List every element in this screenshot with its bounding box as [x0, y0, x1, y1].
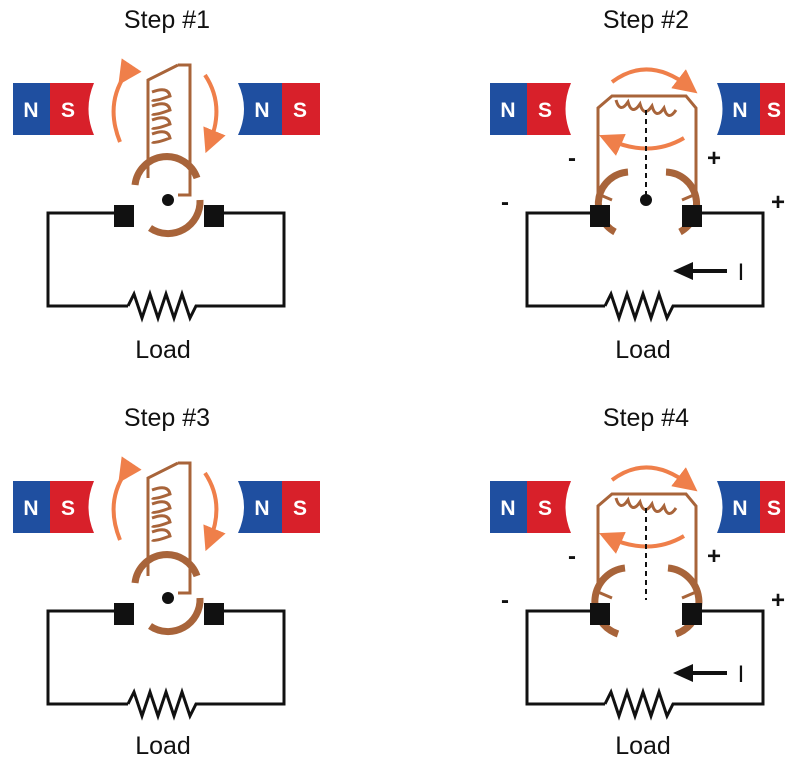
step-1-circuit: [46, 211, 286, 323]
north-pole: [13, 83, 50, 135]
north-pole: [490, 83, 527, 135]
step-4-rotation-arrows: [599, 465, 698, 554]
step-2-circuit-plus: +: [771, 189, 785, 216]
step-3-right-magnet: N S: [238, 481, 320, 533]
step-2-current-arrow: [673, 262, 727, 280]
step-4-title: Step #4: [603, 404, 689, 432]
step-3-panel: Step #3 N S N S: [13, 404, 320, 760]
north-pole: [490, 481, 527, 533]
step-2-panel: Step #2 N S N S - + - +: [490, 6, 785, 364]
north-label: N: [732, 99, 747, 122]
step-2-loop-plus: +: [707, 145, 721, 172]
step-4-circuit-minus: -: [501, 587, 509, 614]
step-2-brushes: [590, 205, 702, 227]
step-4-armature: [591, 492, 703, 638]
step-4-loop-minus: -: [568, 543, 576, 570]
south-label: S: [293, 99, 307, 122]
step-3-brushes: [114, 603, 224, 625]
step-1-load-label: Load: [135, 336, 191, 364]
south-pole: [760, 481, 785, 533]
north-label: N: [23, 497, 38, 520]
step-3-title: Step #3: [124, 404, 210, 432]
south-label: S: [61, 99, 75, 122]
resistor-icon: [603, 687, 679, 721]
north-pole: [238, 481, 282, 533]
step-1-panel: Step #1 N S N S: [13, 6, 320, 364]
step-3-rotation-arrows: [111, 456, 226, 552]
south-pole: [282, 481, 320, 533]
step-2-circuit-minus: -: [501, 189, 509, 216]
step-2-load-label: Load: [615, 336, 671, 364]
step-1-rotation-arrows: [111, 58, 226, 154]
step-1-left-magnet: N S: [13, 83, 94, 135]
south-pole: [50, 481, 94, 533]
step-2-title: Step #2: [603, 6, 689, 34]
step-2-left-magnet: N S: [490, 83, 571, 135]
south-pole: [760, 83, 785, 135]
south-pole: [527, 481, 571, 533]
resistor-icon: [126, 289, 202, 323]
step-2-armature: [594, 94, 701, 236]
step-4-load-label: Load: [615, 732, 671, 760]
step-2-rotation-arrows: [599, 67, 698, 156]
axle-icon: [162, 194, 174, 206]
north-label: N: [500, 497, 515, 520]
step-3-load-label: Load: [135, 732, 191, 760]
north-pole: [717, 481, 760, 533]
step-4-right-magnet: N S: [717, 481, 785, 533]
south-label: S: [767, 99, 781, 122]
step-4-circuit-plus: +: [771, 587, 785, 614]
step-4-current-label: I: [738, 661, 745, 688]
step-4-panel: Step #4 N S N S - + - +: [490, 404, 785, 760]
step-3-left-magnet: N S: [13, 481, 94, 533]
north-label: N: [23, 99, 38, 122]
resistor-icon: [603, 289, 679, 323]
step-2-loop-minus: -: [568, 145, 576, 172]
step-2-circuit: [525, 211, 765, 323]
step-3-circuit: [46, 609, 286, 721]
step-1-armature: [131, 63, 204, 238]
axle-icon: [162, 592, 174, 604]
south-pole: [50, 83, 94, 135]
north-pole: [13, 481, 50, 533]
north-label: N: [500, 99, 515, 122]
north-label: N: [732, 497, 747, 520]
north-pole: [717, 83, 760, 135]
step-1-title: Step #1: [124, 6, 210, 34]
step-4-loop-plus: +: [707, 543, 721, 570]
step-1-right-magnet: N S: [238, 83, 320, 135]
step-2-current-label: I: [738, 259, 745, 286]
step-2-right-magnet: N S: [717, 83, 785, 135]
step-4-current-arrow: [673, 664, 727, 682]
step-4-circuit: [525, 609, 765, 721]
north-label: N: [254, 99, 269, 122]
step-4-brushes: [590, 603, 702, 625]
south-label: S: [293, 497, 307, 520]
south-pole: [282, 83, 320, 135]
south-label: S: [538, 99, 552, 122]
north-pole: [238, 83, 282, 135]
step-4-left-magnet: N S: [490, 481, 571, 533]
south-label: S: [767, 497, 781, 520]
step-1-brushes: [114, 205, 224, 227]
resistor-icon: [126, 687, 202, 721]
axle-icon: [640, 194, 652, 206]
south-pole: [527, 83, 571, 135]
south-label: S: [61, 497, 75, 520]
step-3-armature: [131, 461, 204, 636]
south-label: S: [538, 497, 552, 520]
north-label: N: [254, 497, 269, 520]
